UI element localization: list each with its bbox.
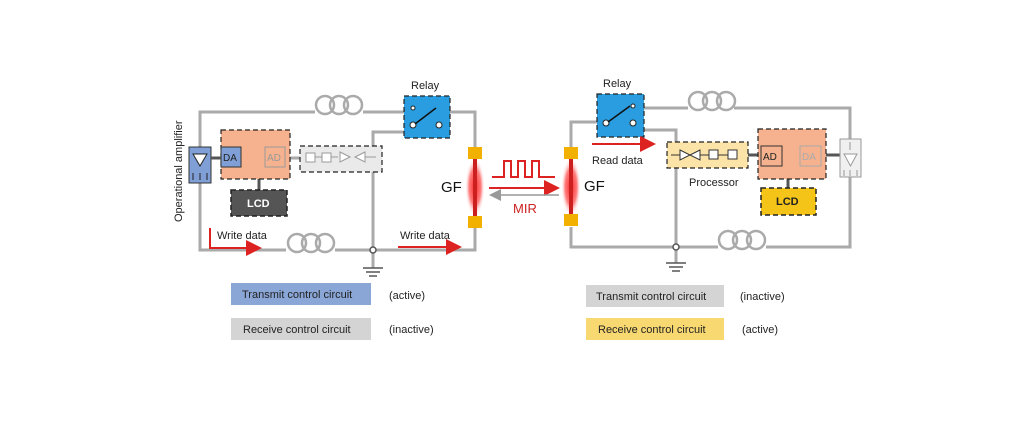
left-write-data-arrow (209, 228, 262, 256)
right-circuit: Relay Read data Processor AD DA LCD (561, 78, 862, 272)
legend-right: Transmit control circuit (inactive) Rece… (586, 285, 785, 340)
left-gf-fiber (465, 147, 485, 228)
right-bottom-coil (717, 229, 767, 251)
legend-left-receive-status: (inactive) (389, 324, 434, 336)
right-ad-label: AD (763, 152, 777, 163)
left-ground-symbol (363, 267, 383, 277)
right-gf-fiber (561, 147, 581, 226)
right-bottom-wire (766, 177, 852, 249)
right-ad-box (760, 145, 783, 167)
legend-right-transmit-swatch (586, 285, 724, 307)
right-gf-label: GF (584, 178, 605, 195)
legend-left-receive-label: Receive control circuit (243, 324, 351, 336)
left-processor-inactive (299, 145, 383, 173)
left-bottom-coil (286, 232, 336, 254)
left-relay-right-wire (450, 110, 477, 150)
right-relay-label: Relay (603, 78, 632, 90)
right-top-coil (687, 90, 737, 112)
right-da-box (799, 145, 822, 167)
left-relay-label: Relay (411, 80, 440, 92)
legend-right-transmit-label: Transmit control circuit (596, 291, 706, 303)
right-relay (596, 93, 645, 138)
left-circuit: Operational amplifier DA AD LCD (173, 80, 485, 277)
left-write-data-label: Write data (217, 230, 268, 242)
left-op-amp (188, 146, 212, 184)
right-lcd (760, 187, 817, 216)
legend-right-transmit-status: (inactive) (740, 291, 785, 303)
right-processor (666, 141, 749, 169)
right-op-amp-inactive (839, 138, 862, 178)
left-lcd-label: LCD (247, 198, 270, 210)
processor-label: Processor (689, 177, 739, 189)
right-lcd-label: LCD (776, 196, 799, 208)
legend-left-transmit-swatch (231, 283, 371, 305)
mid-write-data-label: Write data (400, 230, 451, 242)
left-ad-label: AD (267, 153, 281, 164)
legend-left: Transmit control circuit (active) Receiv… (231, 283, 434, 340)
mir-label: MIR (513, 201, 537, 216)
right-bottom-wire-2 (569, 227, 718, 249)
legend-right-receive-label: Receive control circuit (598, 324, 706, 336)
op-amp-label: Operational amplifier (173, 120, 185, 222)
mir-pulse-wave (492, 160, 555, 178)
mir-link: MIR (489, 160, 560, 216)
right-top-wire-3 (734, 106, 852, 139)
left-lcd (230, 189, 288, 217)
left-gf-bottom-wire (335, 227, 477, 252)
left-gf-label: GF (441, 179, 462, 196)
left-ad-box (264, 146, 286, 168)
left-top-coil (314, 94, 364, 116)
left-top-wire (198, 110, 315, 147)
right-da-label: DA (802, 152, 816, 163)
right-relay-down-wire (639, 128, 678, 247)
left-da-label: DA (223, 153, 237, 164)
legend-left-receive-swatch (231, 318, 371, 340)
read-data-label: Read data (592, 155, 644, 167)
legend-left-transmit-label: Transmit control circuit (242, 289, 352, 301)
right-top-wire (569, 120, 597, 150)
legend-right-receive-status: (active) (742, 324, 778, 336)
left-relay-down-wire (371, 130, 413, 250)
right-ground-symbol (666, 262, 686, 272)
legend-left-transmit-status: (active) (389, 290, 425, 302)
legend-right-receive-swatch (586, 318, 724, 340)
left-relay (403, 95, 451, 139)
